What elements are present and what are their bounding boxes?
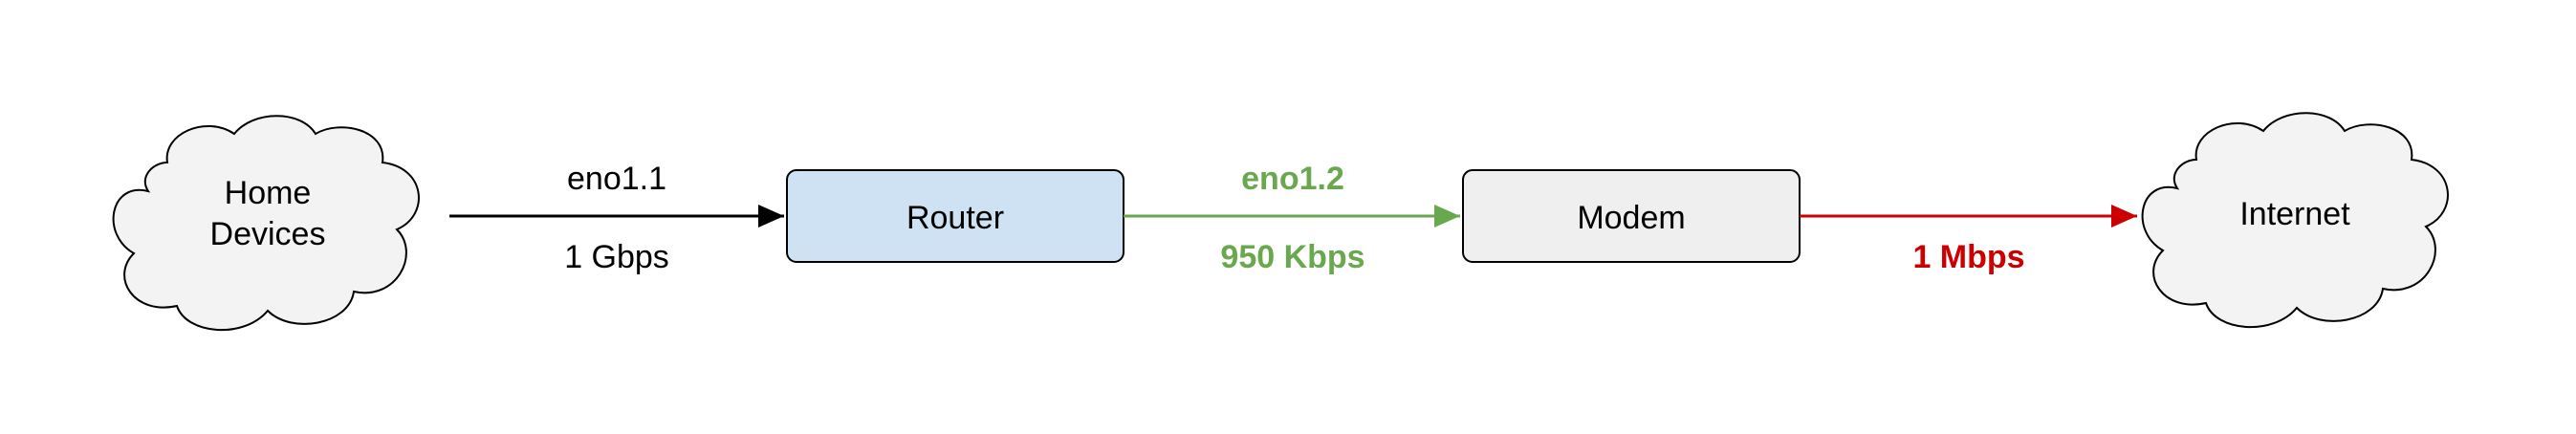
internet-cloud: Internet bbox=[2141, 112, 2449, 328]
home-devices-label-line1: Home bbox=[225, 175, 312, 211]
link-home-to-router-bottom-label: 1 Gbps bbox=[564, 239, 669, 275]
link-modem-to-internet-bottom-label: 1 Mbps bbox=[1912, 239, 2024, 275]
internet-label: Internet bbox=[2239, 196, 2350, 232]
cloud-icon bbox=[2141, 112, 2449, 328]
modem-label: Modem bbox=[1577, 200, 1685, 236]
link-home-to-router-top-label: eno1.1 bbox=[567, 161, 666, 197]
link-home-to-router: eno1.1 1 Gbps bbox=[449, 161, 784, 275]
home-devices-label-line2: Devices bbox=[210, 216, 326, 252]
home-devices-cloud: Home Devices bbox=[112, 115, 420, 331]
modem-node: Modem bbox=[1462, 169, 1801, 263]
router-node: Router bbox=[786, 169, 1124, 263]
cloud-icon bbox=[112, 115, 420, 331]
link-modem-to-internet: 1 Mbps bbox=[1800, 205, 2137, 275]
link-router-to-modem: eno1.2 950 Kbps bbox=[1124, 161, 1460, 275]
router-label: Router bbox=[906, 200, 1004, 236]
link-router-to-modem-bottom-label: 950 Kbps bbox=[1220, 239, 1364, 275]
link-router-to-modem-top-label: eno1.2 bbox=[1241, 161, 1344, 197]
